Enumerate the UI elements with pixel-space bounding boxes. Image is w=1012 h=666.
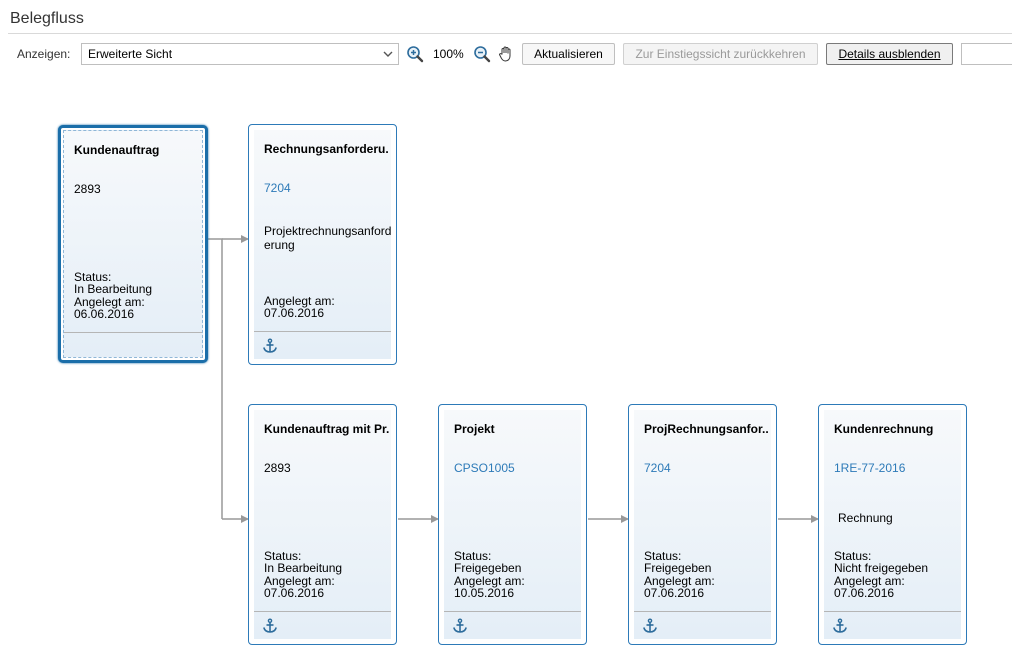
node-status-value: In Bearbeitung bbox=[74, 282, 153, 296]
node-projrechnungsanforderung[interactable]: ProjRechnungsanfor.. 7204 Status: Freige… bbox=[628, 404, 777, 645]
zoom-level: 100% bbox=[433, 47, 464, 61]
hide-details-button[interactable]: Details ausblenden bbox=[826, 43, 953, 65]
node-kundenauftrag-mit-projekt[interactable]: Kundenauftrag mit Pr. 2893 Status: In Be… bbox=[248, 404, 397, 645]
connector-1 bbox=[207, 238, 223, 519]
node-created-label: Angelegt am: bbox=[644, 574, 715, 588]
node-status-label: Status: bbox=[454, 549, 492, 563]
node-divider bbox=[254, 611, 391, 612]
node-number-link[interactable]: 7204 bbox=[644, 461, 671, 475]
node-title: Kundenrechnung bbox=[834, 422, 934, 436]
node-title: ProjRechnungsanfor.. bbox=[644, 422, 769, 436]
view-select[interactable]: Erweiterte Sicht bbox=[81, 43, 399, 65]
node-created-label: Angelegt am: bbox=[264, 294, 335, 308]
node-created-value: 07.06.2016 bbox=[644, 586, 705, 600]
zoom-out-icon[interactable] bbox=[473, 45, 491, 63]
anchor-icon[interactable] bbox=[832, 618, 848, 634]
node-status-value: In Bearbeitung bbox=[264, 561, 343, 575]
hide-details-label: Details ausblenden bbox=[838, 47, 941, 61]
node-status-label: Status: bbox=[834, 549, 872, 563]
node-divider bbox=[824, 611, 961, 612]
node-created-value: 07.06.2016 bbox=[264, 586, 325, 600]
node-title: Kundenauftrag mit Pr. bbox=[264, 422, 390, 436]
node-created-value: 10.05.2016 bbox=[454, 586, 515, 600]
node-number-link[interactable]: 1RE-77-2016 bbox=[834, 461, 906, 475]
node-kundenrechnung[interactable]: Kundenrechnung 1RE-77-2016 Rechnung Stat… bbox=[818, 404, 967, 645]
node-created-label: Angelegt am: bbox=[834, 574, 905, 588]
node-divider bbox=[634, 611, 771, 612]
node-created-label: Angelegt am: bbox=[264, 574, 335, 588]
node-description: Rechnung bbox=[838, 511, 893, 525]
back-button-label: Zur Einstiegssicht zurückkehren bbox=[635, 47, 806, 61]
node-title: Rechnungsanforderu. bbox=[264, 142, 389, 156]
back-to-start-view-button[interactable]: Zur Einstiegssicht zurückkehren bbox=[623, 43, 818, 65]
node-number: 2893 bbox=[74, 182, 101, 196]
search-input[interactable] bbox=[961, 43, 1012, 65]
node-status-label: Status: bbox=[644, 549, 682, 563]
node-created-label: Angelegt am: bbox=[74, 295, 145, 309]
node-title: Projekt bbox=[454, 422, 495, 436]
node-title: Kundenauftrag bbox=[74, 143, 160, 157]
node-status-label: Status: bbox=[264, 549, 302, 563]
node-created-value: 07.06.2016 bbox=[834, 586, 895, 600]
node-projekt[interactable]: Projekt CPSO1005 Status: Freigegeben Ang… bbox=[438, 404, 587, 645]
anchor-icon[interactable] bbox=[262, 618, 278, 634]
node-kundenauftrag[interactable]: Kundenauftrag 2893 Status: In Bearbeitun… bbox=[58, 125, 208, 363]
anchor-icon[interactable] bbox=[642, 618, 658, 634]
anchor-icon[interactable] bbox=[452, 618, 468, 634]
anchor-icon[interactable] bbox=[262, 338, 278, 354]
node-divider bbox=[444, 611, 581, 612]
refresh-button-label: Aktualisieren bbox=[534, 47, 603, 61]
show-label: Anzeigen: bbox=[17, 47, 71, 61]
node-number-link[interactable]: CPSO1005 bbox=[454, 461, 515, 475]
node-divider bbox=[64, 332, 202, 333]
node-status-value: Freigegeben bbox=[644, 561, 712, 575]
chevron-down-icon bbox=[383, 51, 393, 57]
hand-pan-icon[interactable] bbox=[497, 45, 515, 63]
view-select-value: Erweiterte Sicht bbox=[88, 47, 173, 61]
node-status-value: Nicht freigegeben bbox=[834, 561, 929, 575]
node-status-label: Status: bbox=[74, 270, 112, 284]
page-title: Belegfluss bbox=[10, 10, 84, 27]
node-divider bbox=[254, 331, 391, 332]
node-number-link[interactable]: 7204 bbox=[264, 181, 291, 195]
node-created-label: Angelegt am: bbox=[454, 574, 525, 588]
node-created-value: 07.06.2016 bbox=[264, 306, 325, 320]
node-description: Projektrechnungsanforderung bbox=[264, 224, 392, 252]
node-number: 2893 bbox=[264, 461, 291, 475]
title-divider bbox=[8, 33, 1012, 34]
node-status-value: Freigegeben bbox=[454, 561, 522, 575]
node-created-value: 06.06.2016 bbox=[74, 307, 135, 321]
zoom-in-icon[interactable] bbox=[406, 45, 424, 63]
node-rechnungsanforderung[interactable]: Rechnungsanforderu. 7204 Projektrechnung… bbox=[248, 124, 397, 365]
refresh-button[interactable]: Aktualisieren bbox=[522, 43, 615, 65]
